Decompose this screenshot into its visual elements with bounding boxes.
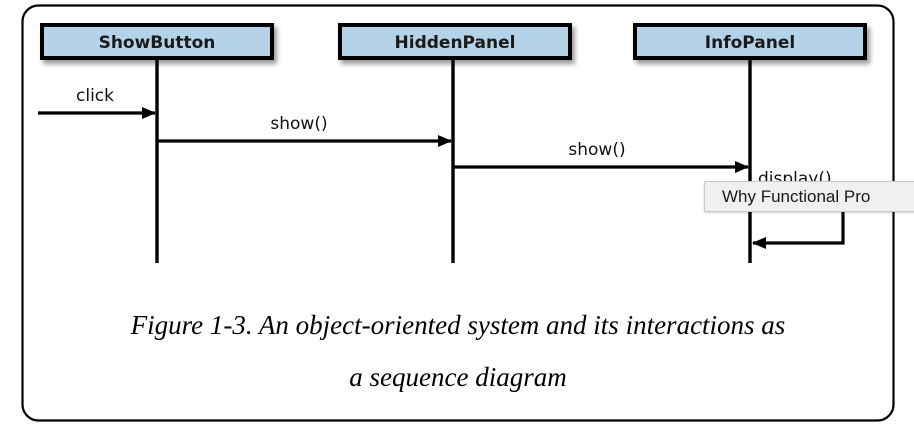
message-show-1: show(): [157, 114, 452, 147]
figure-frame: [21, 4, 895, 422]
tooltip-label: Why Functional Pro: [722, 186, 871, 206]
participant-box: [338, 23, 572, 60]
figure-caption-line-2: a sequence diagram: [349, 362, 566, 392]
participant-label: HiddenPanel: [395, 33, 516, 53]
participant-infopanel[interactable]: InfoPanel: [633, 23, 867, 263]
participant-label: ShowButton: [99, 33, 216, 53]
message-click: click: [38, 86, 156, 119]
participant-hiddenpanel[interactable]: HiddenPanel: [338, 23, 572, 263]
message-label: show(): [568, 140, 625, 160]
link-tooltip: Why Functional Pro: [704, 181, 914, 212]
message-label: click: [76, 86, 114, 106]
participant-showbutton[interactable]: ShowButton: [40, 23, 274, 263]
message-show-2: show(): [453, 140, 749, 173]
message-label: show(): [270, 114, 327, 134]
participant-label: InfoPanel: [705, 33, 795, 53]
figure-caption-line-1: Figure 1-3. An object-oriented system an…: [130, 310, 786, 340]
